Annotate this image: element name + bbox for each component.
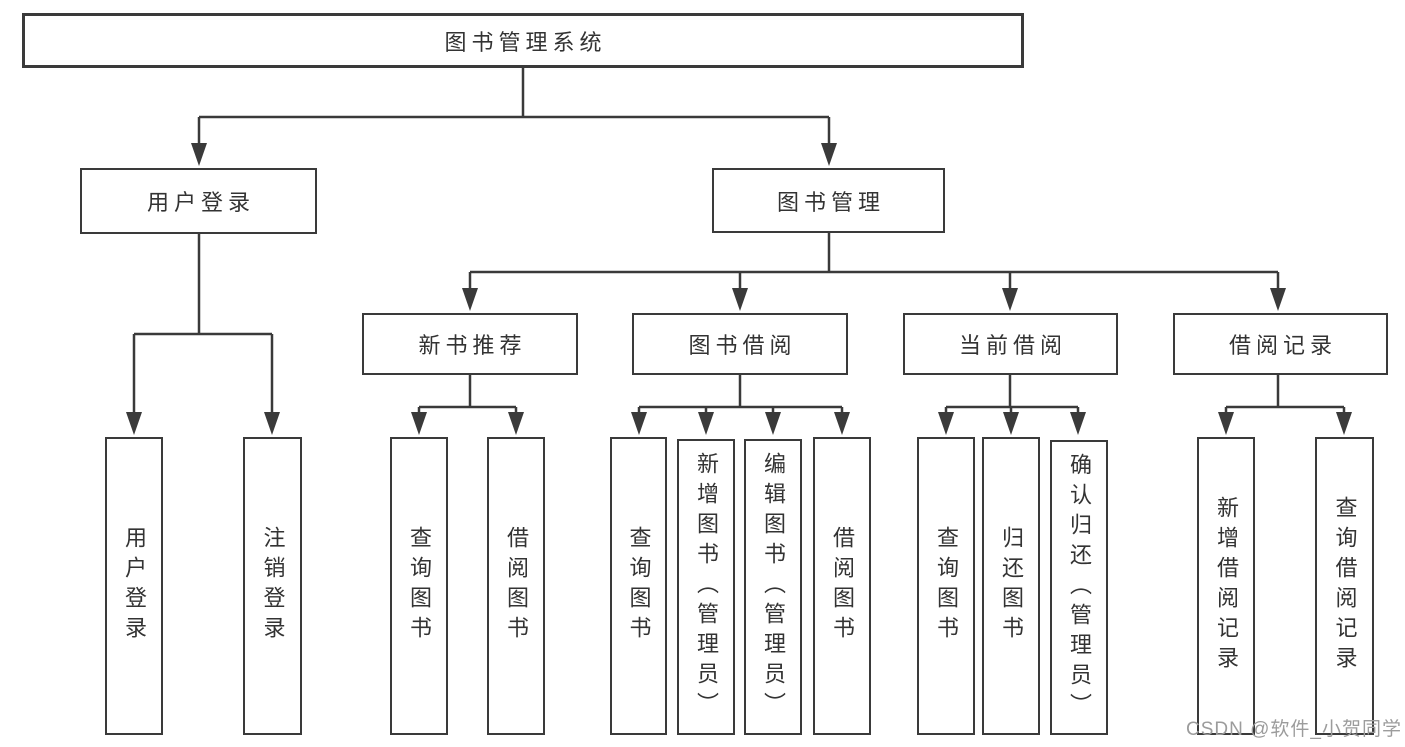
csdn-watermark: CSDN @软件_小贺同学	[1186, 719, 1402, 740]
node-root-label: 图书管理系统	[444, 29, 607, 55]
node-new-book-recommend-label: 新书推荐	[418, 333, 527, 358]
leaf-query-books-recommend-label: 查询图书	[407, 526, 432, 646]
leaf-logout: 注销登录	[243, 437, 302, 735]
leaf-return-book: 归还图书	[982, 437, 1040, 735]
node-book-borrow: 图书借阅	[632, 313, 848, 375]
node-new-book-recommend: 新书推荐	[362, 313, 578, 375]
leaf-edit-book-admin: 编辑图书（管理员）	[744, 439, 802, 735]
node-book-borrow-label: 图书借阅	[688, 333, 797, 358]
leaf-query-books-recommend: 查询图书	[390, 437, 448, 735]
node-book-management-label: 图书管理	[776, 189, 885, 215]
leaf-confirm-return-admin: 确认归还（管理员）	[1050, 440, 1108, 735]
leaf-borrow-books-label: 借阅图书	[830, 526, 855, 646]
leaf-edit-book-admin-label: 编辑图书（管理员）	[761, 452, 786, 722]
leaf-borrow-books: 借阅图书	[813, 437, 871, 735]
leaf-return-book-label: 归还图书	[999, 526, 1024, 646]
node-user-login: 用户登录	[80, 168, 317, 234]
arrowheads	[126, 143, 1352, 435]
leaf-borrow-books-recommend-label: 借阅图书	[504, 526, 529, 646]
node-book-management: 图书管理	[712, 168, 945, 233]
leaf-add-borrow-record-label: 新增借阅记录	[1214, 496, 1239, 676]
leaf-query-borrow-record: 查询借阅记录	[1315, 437, 1374, 735]
leaf-logout-label: 注销登录	[260, 526, 286, 646]
leaf-query-books-current-label: 查询图书	[934, 526, 959, 646]
node-user-login-label: 用户登录	[146, 190, 255, 215]
leaf-user-login-label: 用户登录	[122, 526, 147, 646]
node-borrow-records: 借阅记录	[1173, 313, 1388, 375]
node-current-borrow: 当前借阅	[903, 313, 1118, 375]
leaf-borrow-books-recommend: 借阅图书	[487, 437, 545, 735]
leaf-confirm-return-admin-label: 确认归还（管理员）	[1067, 452, 1092, 723]
leaf-add-book-admin-label: 新增图书（管理员）	[694, 452, 719, 722]
leaf-query-books-current: 查询图书	[917, 437, 975, 735]
leaf-query-borrow-record-label: 查询借阅记录	[1332, 496, 1358, 676]
node-root: 图书管理系统	[22, 13, 1024, 68]
leaf-add-book-admin: 新增图书（管理员）	[677, 439, 735, 735]
leaf-query-books-borrow: 查询图书	[610, 437, 667, 735]
node-current-borrow-label: 当前借阅	[958, 333, 1067, 358]
leaf-user-login: 用户登录	[105, 437, 163, 735]
leaf-query-books-borrow-label: 查询图书	[626, 526, 652, 646]
leaf-add-borrow-record: 新增借阅记录	[1197, 437, 1255, 735]
node-borrow-records-label: 借阅记录	[1228, 333, 1337, 358]
